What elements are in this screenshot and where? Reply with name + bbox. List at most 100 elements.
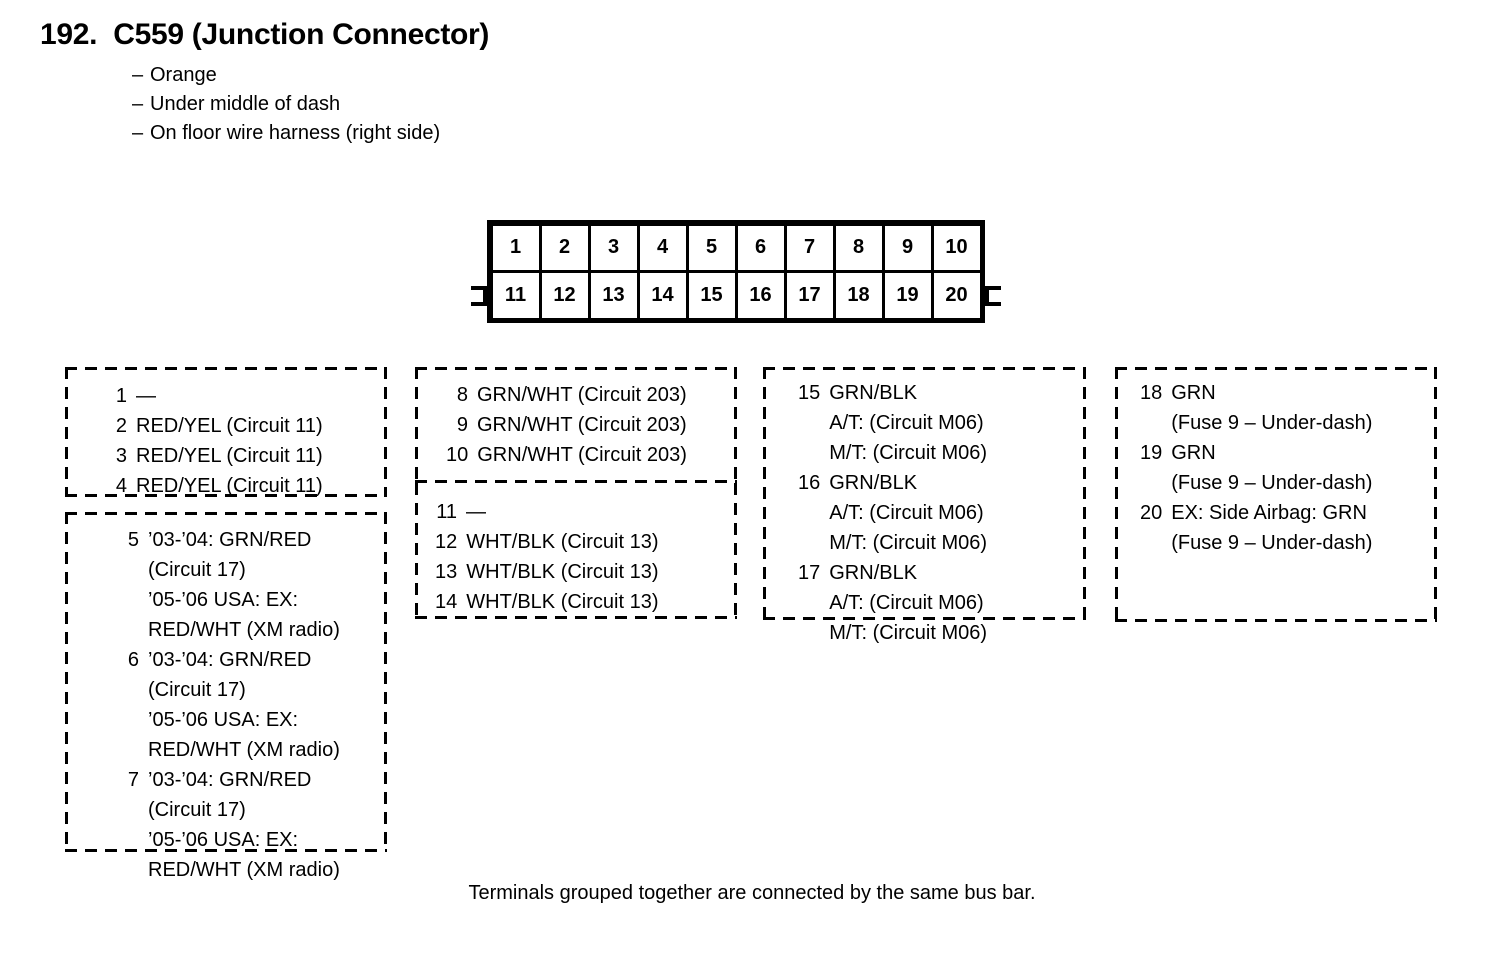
- pin-entry-line: (Fuse 9 – Under-dash): [1171, 472, 1373, 494]
- pin-entry-line: GRN/BLK: [829, 472, 918, 494]
- pin-entry-number: 13: [435, 561, 458, 583]
- pin-entry-5: 5’03-’04: GRN/RED(Circuit 17)’05-’06 USA…: [117, 525, 387, 645]
- connector-pin-1: 1: [492, 225, 539, 270]
- pin-entry-number: 4: [115, 475, 127, 497]
- pin-entry-description: ’03-’04: GRN/RED(Circuit 17)’05-’06 USA:…: [139, 645, 387, 765]
- pin-entry-number: 12: [435, 531, 458, 553]
- group-pins-5-7: 5’03-’04: GRN/RED(Circuit 17)’05-’06 USA…: [65, 512, 387, 881]
- pin-entry-description: GRN/BLK A/T: (Circuit M06) M/T: (Circuit M…: [820, 558, 1086, 648]
- connector-attribute-1: –Under middle of dash: [132, 90, 940, 119]
- pin-entry-12: 12 WHT/BLK (Circuit 13): [435, 527, 737, 557]
- connector-pin-2: 2: [541, 225, 588, 270]
- pin-entry-line: (Circuit 17): [148, 799, 246, 821]
- pin-entry-number: 20: [1140, 502, 1163, 524]
- pin-list: 5’03-’04: GRN/RED(Circuit 17)’05-’06 USA…: [117, 525, 387, 885]
- pin-entry-description: GRN(Fuse 9 – Under-dash): [1162, 378, 1437, 438]
- pin-entry-line: (Circuit 17): [148, 559, 246, 581]
- pin-entry-description: EX: Side Airbag: GRN(Fuse 9 – Under-dash…: [1162, 498, 1437, 558]
- pin-entry-number: 15: [798, 382, 821, 404]
- pin-entry-number: 14: [435, 591, 458, 613]
- pin-entry-description: WHT/BLK (Circuit 13): [457, 557, 737, 587]
- bullet-dash-icon: –: [132, 93, 144, 115]
- pin-entry-line: RED/YEL (Circuit 11): [136, 445, 323, 467]
- pin-entry-line: RED/WHT (XM radio): [148, 739, 340, 761]
- connector-right-tab-icon: [983, 286, 1001, 306]
- connector-pin-11: 11: [492, 273, 539, 318]
- pin-entry-line: WHT/BLK (Circuit 13): [466, 591, 659, 613]
- pin-entry-description: WHT/BLK (Circuit 13): [457, 527, 737, 557]
- pin-entry-description: RED/YEL (Circuit 11): [127, 471, 387, 501]
- pin-entry-description: GRN/WHT (Circuit 203): [468, 440, 737, 470]
- connector-attribute-list: –Orange–Under middle of dash–On floor wi…: [132, 61, 940, 148]
- pin-entry-line: ’05-’06 USA: EX:: [148, 589, 299, 611]
- pin-entry-line: M/T: (Circuit M06): [829, 532, 988, 554]
- pin-entry-6: 6’03-’04: GRN/RED(Circuit 17)’05-’06 USA…: [117, 645, 387, 765]
- header-block: 192. C559 (Junction Connector) –Orange–U…: [40, 18, 940, 148]
- pin-entry-1: 1—: [105, 381, 387, 411]
- connector-pin-20: 20: [933, 273, 980, 318]
- connector-pin-17: 17: [786, 273, 833, 318]
- pin-entry-line: (Fuse 9 – Under-dash): [1171, 532, 1373, 554]
- pin-entry-number: 11: [436, 501, 457, 523]
- connector-attribute-2: –On floor wire harness (right side): [132, 119, 940, 148]
- pin-entry-number: 1: [115, 385, 127, 407]
- connector-pin-8: 8: [835, 225, 882, 270]
- pin-entry-number: 17: [798, 562, 821, 584]
- pin-entry-line: (Circuit 17): [148, 679, 246, 701]
- pin-entry-number: 16: [798, 472, 821, 494]
- pin-entry-line: GRN/BLK: [829, 562, 918, 584]
- connector-pin-6: 6: [737, 225, 784, 270]
- pin-entry-number: 9: [456, 414, 468, 436]
- pin-entry-line: (Fuse 9 – Under-dash): [1171, 412, 1373, 434]
- bus-bar-note: Terminals grouped together are connected…: [468, 882, 1036, 904]
- pin-entry-line: M/T: (Circuit M06): [829, 622, 988, 644]
- pin-entry-line: RED/WHT (XM radio): [148, 859, 340, 881]
- pin-entry-description: RED/YEL (Circuit 11): [127, 411, 387, 441]
- pin-entry-line: WHT/BLK (Circuit 13): [466, 531, 659, 553]
- connector-pin-4: 4: [639, 225, 686, 270]
- connector-pin-19: 19: [884, 273, 931, 318]
- connector-pin-12: 12: [541, 273, 588, 318]
- connector-left-tab-icon: [471, 286, 489, 306]
- pin-entry-line: GRN/BLK: [829, 382, 918, 404]
- pin-entry-14: 14 WHT/BLK (Circuit 13): [435, 587, 737, 617]
- pin-entry-description: GRN/WHT (Circuit 203): [468, 380, 737, 410]
- connector-attribute-label: Orange: [150, 64, 217, 86]
- pin-entry-17: 17 GRN/BLK A/T: (Circuit M06) M/T: (Circuit…: [798, 558, 1086, 648]
- pin-entry-line: ’03-’04: GRN/RED: [148, 649, 312, 671]
- pin-entry-number: 7: [127, 769, 139, 791]
- pin-entry-line: —: [136, 385, 156, 407]
- pin-entry-line: GRN/WHT (Circuit 203): [477, 444, 687, 466]
- pin-entry-line: ’05-’06 USA: EX:: [148, 829, 299, 851]
- connector-attribute-label: On floor wire harness (right side): [150, 122, 441, 144]
- pin-entry-number: 2: [115, 415, 127, 437]
- connector-pin-5: 5: [688, 225, 735, 270]
- pin-entry-line: A/T: (Circuit M06): [829, 412, 984, 434]
- pin-entry-line: A/T: (Circuit M06): [829, 592, 984, 614]
- connector-pin-16: 16: [737, 273, 784, 318]
- connector-pin-3: 3: [590, 225, 637, 270]
- connector-pin-9: 9: [884, 225, 931, 270]
- connector-attribute-0: –Orange: [132, 61, 940, 90]
- pin-entry-description: GRN/WHT (Circuit 203): [468, 410, 737, 440]
- connector-pin-7: 7: [786, 225, 833, 270]
- pin-entry-line: RED/WHT (XM radio): [148, 619, 340, 641]
